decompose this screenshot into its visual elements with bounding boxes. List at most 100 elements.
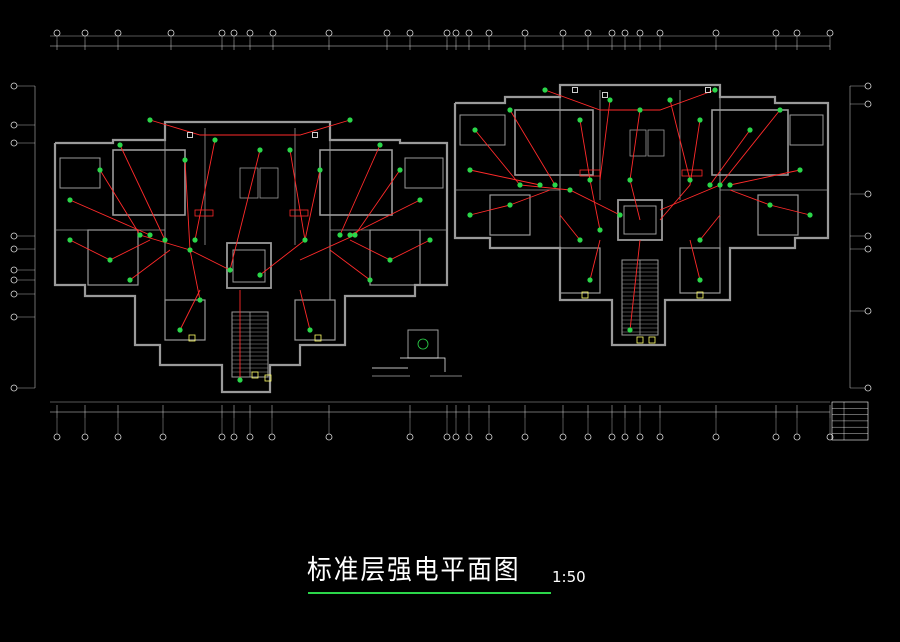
axis-bubble — [712, 29, 720, 37]
elevator-shaft — [226, 242, 272, 289]
outlet-symbol — [427, 237, 433, 243]
room-wall — [294, 299, 336, 341]
axis-bubble — [452, 29, 460, 37]
outlet-symbol — [237, 377, 243, 383]
wardrobe — [259, 167, 279, 199]
wire-run — [629, 239, 641, 331]
axis-bubble — [10, 384, 18, 392]
wire-run — [544, 89, 716, 111]
detail-symbol — [417, 338, 429, 350]
outlet-symbol — [137, 232, 143, 238]
axis-bubble — [10, 290, 18, 298]
axis-bubble — [114, 29, 122, 37]
panel-symbol — [696, 291, 704, 299]
legend-table — [831, 401, 869, 441]
wire-run — [689, 239, 701, 281]
panel-symbol — [264, 374, 272, 382]
axis-bubble — [443, 29, 451, 37]
outlet-symbol — [727, 182, 733, 188]
axis-bubble — [864, 100, 872, 108]
axis-bubble — [521, 433, 529, 441]
outlet-symbol — [67, 237, 73, 243]
outlet-symbol — [587, 277, 593, 283]
axis-bubble — [10, 245, 18, 253]
panel-symbol — [251, 371, 259, 379]
panel-label — [681, 169, 703, 177]
room-wall — [112, 149, 186, 216]
title-underline — [308, 592, 551, 594]
outlet-symbol — [307, 327, 313, 333]
outlet-symbol — [147, 117, 153, 123]
axis-bubble — [465, 29, 473, 37]
outlet-symbol — [617, 212, 623, 218]
outlet-symbol — [627, 177, 633, 183]
axis-bubble — [656, 29, 664, 37]
wire-run — [184, 159, 201, 301]
axis-bubble — [10, 313, 18, 321]
wire-run — [599, 99, 611, 181]
axis-bubble — [621, 433, 629, 441]
axis-bubble — [230, 433, 238, 441]
axis-bubble — [325, 29, 333, 37]
outlet-symbol — [712, 87, 718, 93]
outlet-symbol — [537, 182, 543, 188]
axis-bubble — [452, 433, 460, 441]
wire-run — [119, 144, 166, 241]
outlet-symbol — [117, 142, 123, 148]
outlet-symbol — [377, 142, 383, 148]
wardrobe — [647, 129, 665, 157]
outlet-symbol — [747, 127, 753, 133]
wire-run — [69, 199, 151, 236]
room-wall — [87, 229, 139, 286]
axis-bubble — [218, 29, 226, 37]
outlet-symbol — [767, 202, 773, 208]
outlet-symbol — [397, 167, 403, 173]
axis-bubble — [864, 245, 872, 253]
wire-run — [629, 109, 641, 221]
axis-bubble — [325, 433, 333, 441]
axis-bubble — [864, 384, 872, 392]
panel-symbol — [314, 334, 322, 342]
outlet-symbol — [177, 327, 183, 333]
outlet-symbol — [387, 257, 393, 263]
axis-bubble — [246, 433, 254, 441]
room-wall — [404, 157, 444, 189]
wire-run — [304, 169, 321, 241]
box-symbol — [312, 132, 318, 138]
outlet-symbol — [97, 167, 103, 173]
axis-bubble — [10, 276, 18, 284]
outlet-symbol — [587, 177, 593, 183]
axis-bubble — [465, 433, 473, 441]
axis-bubble — [864, 232, 872, 240]
box-symbol — [602, 92, 608, 98]
wardrobe — [239, 167, 259, 199]
outlet-symbol — [162, 237, 168, 243]
axis-bubble — [10, 232, 18, 240]
electrical-wiring — [69, 89, 811, 380]
outlet-symbol — [467, 212, 473, 218]
axis-bubble — [81, 29, 89, 37]
wire-run — [559, 214, 581, 241]
detail-box — [407, 329, 439, 359]
outlet-symbol — [347, 117, 353, 123]
outlet-symbol — [697, 277, 703, 283]
outlet-symbol — [367, 277, 373, 283]
outlet-symbol — [127, 277, 133, 283]
axis-bubble — [772, 433, 780, 441]
panel-symbol — [188, 334, 196, 342]
outlet-symbol — [337, 232, 343, 238]
room-wall — [679, 247, 721, 294]
axis-bubble — [584, 433, 592, 441]
outlet-symbol — [257, 272, 263, 278]
axis-bubble — [269, 29, 277, 37]
outlet-symbol — [797, 167, 803, 173]
drawing-scale: 1:50 — [552, 568, 586, 586]
panel-label — [579, 169, 601, 177]
axis-bubble — [53, 433, 61, 441]
outlet-symbol — [542, 87, 548, 93]
outlet-symbol — [717, 182, 723, 188]
wire-run — [589, 239, 601, 281]
outlet-symbol — [197, 297, 203, 303]
panel-symbol — [648, 336, 656, 344]
